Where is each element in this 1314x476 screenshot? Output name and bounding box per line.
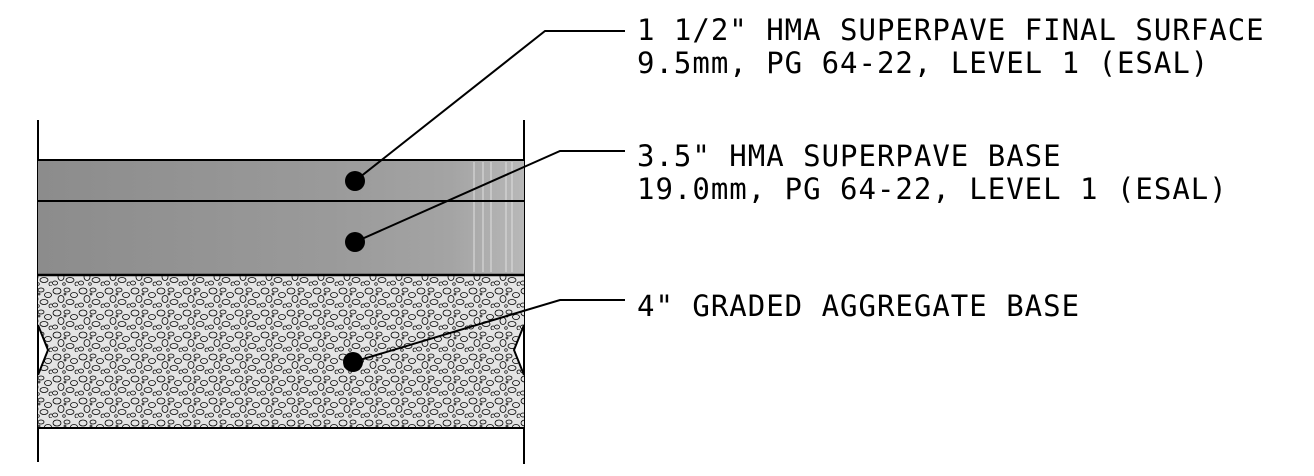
surface-layer <box>38 160 524 200</box>
base-layer <box>38 202 524 274</box>
leader-dot-surface <box>345 171 365 191</box>
callout-aggregate: 4" GRADED AGGREGATE BASE <box>637 290 1080 323</box>
aggregate-layer <box>38 275 524 428</box>
right-notch <box>512 324 525 376</box>
callout-base: 3.5" HMA SUPERPAVE BASE 19.0mm, PG 64-22… <box>637 140 1228 206</box>
callout-surface-line1: 1 1/2" HMA SUPERPAVE FINAL SURFACE <box>637 13 1265 47</box>
asphalt-streaks <box>473 162 513 272</box>
leader-line-aggregate <box>352 299 625 363</box>
callout-aggregate-line1: 4" GRADED AGGREGATE BASE <box>637 289 1081 323</box>
leader-line-base <box>354 150 625 243</box>
leader-dot-base <box>345 232 365 252</box>
leader-dot-aggregate <box>343 352 363 372</box>
callout-base-line1: 3.5" HMA SUPERPAVE BASE <box>637 139 1062 173</box>
left-notch <box>37 324 50 376</box>
callout-surface: 1 1/2" HMA SUPERPAVE FINAL SURFACE 9.5mm… <box>637 14 1265 80</box>
callout-surface-line2: 9.5mm, PG 64-22, LEVEL 1 (ESAL) <box>637 46 1210 80</box>
callout-base-line2: 19.0mm, PG 64-22, LEVEL 1 (ESAL) <box>637 172 1228 206</box>
leader-line-surface <box>354 30 625 182</box>
